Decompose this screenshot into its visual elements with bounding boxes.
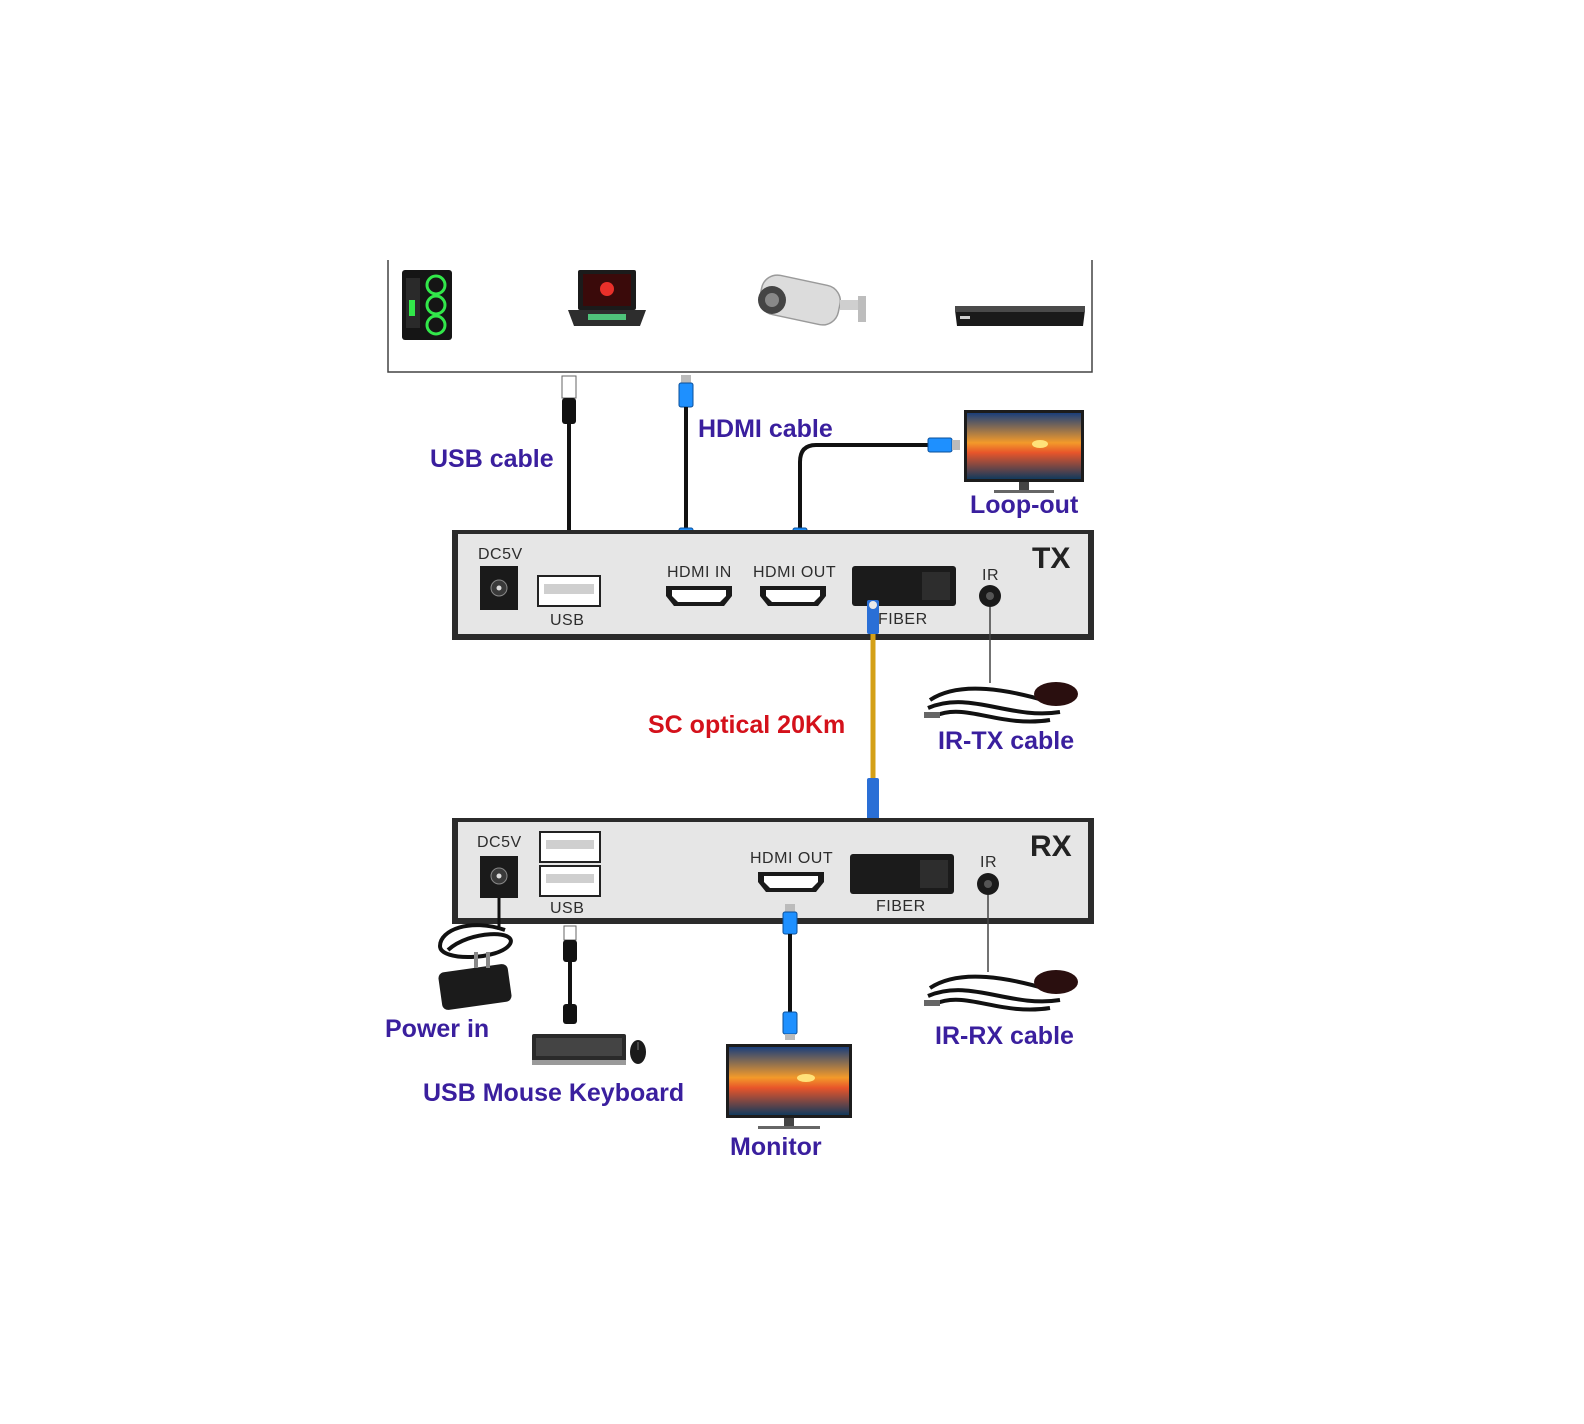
tx-dc-jack — [480, 566, 518, 610]
ir-rx-cable-label: IR-RX cable — [935, 1022, 1074, 1050]
monitor-icon — [726, 1044, 852, 1129]
sc-optical-label: SC optical 20Km — [648, 711, 845, 739]
usb-cable-keyboard — [563, 925, 577, 1024]
power-adapter-icon — [437, 898, 513, 1010]
loop-out-label: Loop-out — [970, 491, 1079, 519]
tx-unit: TX DC5V USB HDMI IN HDMI OUT FIBER IR — [452, 530, 1094, 640]
tx-fiber-label: FIBER — [878, 611, 928, 628]
rx-fiber-port — [850, 854, 954, 894]
rx-dc5v-label: DC5V — [477, 834, 522, 851]
keyboard-icon — [532, 1034, 626, 1065]
ir-cable-icon — [924, 895, 1078, 1012]
ir-tx-cable-label: IR-TX cable — [938, 727, 1074, 755]
ir-cable-icon — [924, 607, 1078, 724]
monitor-icon — [964, 410, 1084, 493]
rx-fiber-label: FIBER — [876, 898, 926, 915]
security-camera-icon — [758, 274, 866, 326]
tx-usb-port — [537, 575, 601, 607]
hdmi-cable-label: HDMI cable — [698, 415, 833, 443]
rx-hdmi-out-port — [758, 872, 824, 892]
rx-usb-label: USB — [550, 900, 584, 917]
tx-hdmi-in-label: HDMI IN — [667, 564, 732, 581]
usb-mouse-keyboard-label: USB Mouse Keyboard — [423, 1079, 684, 1107]
tx-hdmi-in-port — [666, 586, 732, 606]
rx-ir-jack — [977, 873, 999, 895]
tx-ir-label: IR — [982, 567, 999, 584]
source-devices-box — [387, 260, 1093, 373]
mouse-icon — [630, 1040, 646, 1064]
rx-title: RX — [1030, 830, 1072, 863]
rx-usb-ports — [539, 831, 601, 897]
monitor-label: Monitor — [730, 1133, 822, 1161]
rx-dc-jack — [480, 856, 518, 898]
usb-cable-label: USB cable — [430, 445, 554, 473]
laptop-icon — [568, 270, 646, 326]
rx-hdmi-out-label: HDMI OUT — [750, 850, 833, 867]
rx-unit: RX DC5V USB HDMI OUT FIBER IR — [452, 818, 1094, 924]
tx-ir-jack — [979, 585, 1001, 607]
tx-hdmi-out-port — [760, 586, 826, 606]
tx-title: TX — [1032, 542, 1070, 575]
rx-ir-label: IR — [980, 854, 997, 871]
tx-usb-label: USB — [550, 612, 584, 629]
set-top-box-icon — [955, 306, 1085, 326]
hdmi-cable-monitor — [782, 904, 798, 1040]
pc-tower-icon — [402, 270, 452, 340]
power-in-label: Power in — [385, 1015, 489, 1043]
hdmi-cable-in — [678, 375, 694, 556]
tx-dc5v-label: DC5V — [478, 546, 523, 563]
tx-fiber-port — [852, 566, 956, 606]
tx-hdmi-out-label: HDMI OUT — [753, 564, 836, 581]
